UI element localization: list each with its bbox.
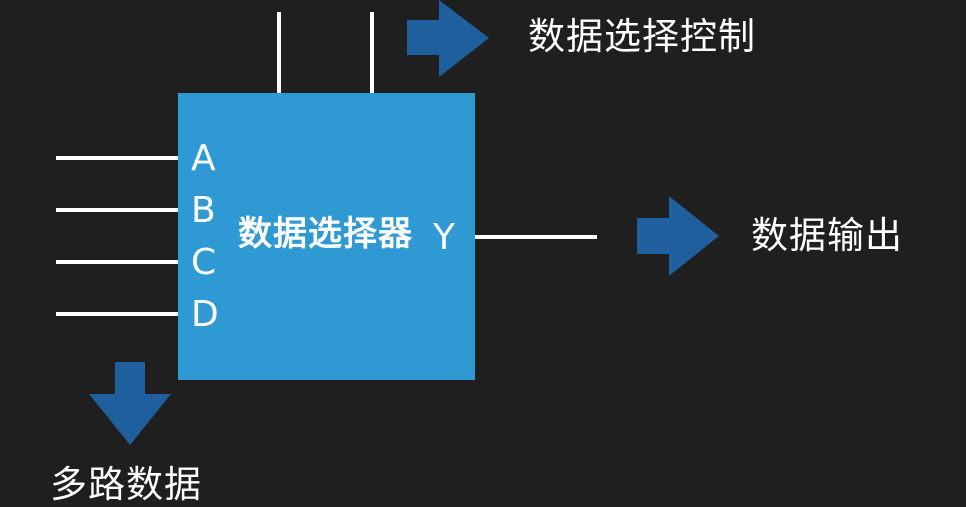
output-label-y: Y (433, 217, 455, 258)
input-wire-b (56, 208, 178, 212)
output-caption: 数据输出 (751, 214, 903, 257)
multiplexer-block (178, 93, 475, 380)
multiplexer-title: 数据选择器 (238, 214, 413, 254)
output-wire-y (475, 235, 597, 239)
input-wire-c (56, 260, 178, 264)
input-label-d: D (191, 294, 219, 335)
input-wire-d (56, 312, 178, 316)
control-wire-1 (277, 12, 281, 93)
input-label-c: C (191, 242, 217, 283)
input-wire-a (56, 156, 178, 160)
input-label-b: B (191, 190, 216, 231)
control-caption: 数据选择控制 (528, 15, 756, 58)
input-caption: 多路数据 (50, 463, 202, 506)
input-label-a: A (191, 138, 216, 179)
control-wire-2 (370, 12, 374, 93)
output-arrow-icon (637, 196, 719, 276)
input-arrow-down-icon (89, 362, 171, 445)
control-arrow-icon (407, 0, 489, 77)
